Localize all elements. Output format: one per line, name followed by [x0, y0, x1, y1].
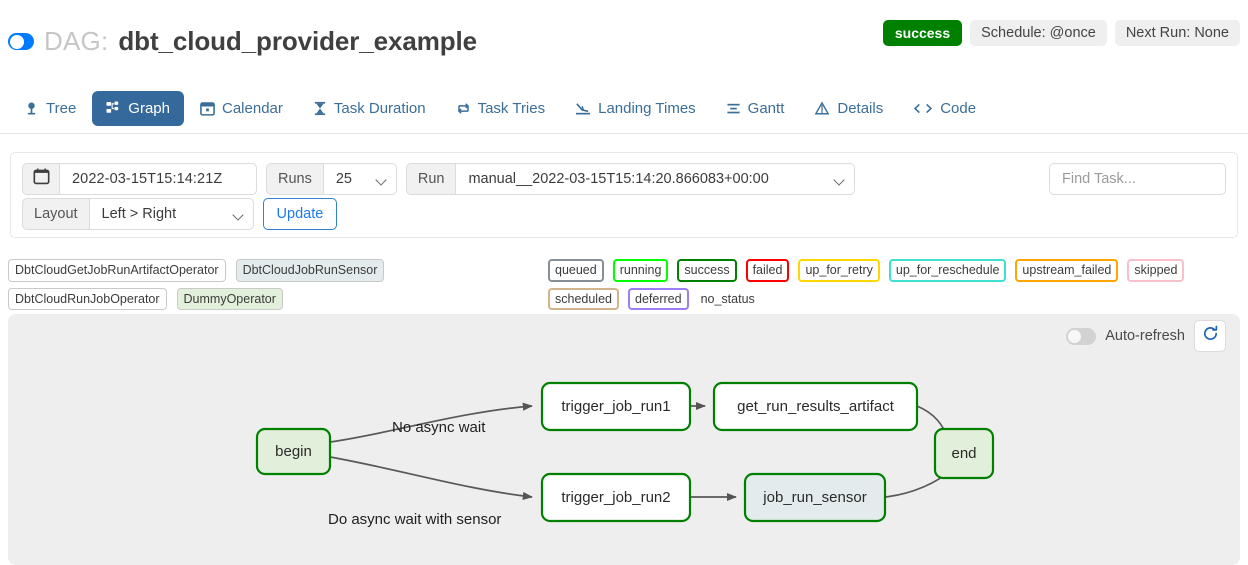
code-icon [913, 101, 933, 116]
filter-row-primary: 2022-03-15T15:14:21Z Runs 25 Run manual_… [22, 163, 856, 195]
refresh-icon [1202, 325, 1219, 347]
node-trigger-job-run2[interactable] [540, 472, 692, 523]
layout-label: Layout [22, 198, 90, 230]
tab-label: Landing Times [598, 99, 696, 117]
tab-label: Calendar [222, 99, 283, 117]
tab-code[interactable]: Code [899, 91, 990, 126]
tab-label: Gantt [747, 99, 785, 117]
state-legend: queued running success failed up_for_ret… [548, 259, 1242, 310]
edge-begin-to-trigger2 [329, 456, 534, 500]
gantt-icon [726, 101, 741, 116]
auto-refresh-controls: Auto-refresh [1066, 320, 1226, 352]
tab-task-tries[interactable]: Task Tries [442, 91, 560, 126]
runs-group: Runs 25 [266, 163, 397, 195]
calendar-icon [200, 101, 215, 116]
header-badges: success Schedule: @once Next Run: None [882, 20, 1240, 46]
schedule-badge: Schedule: @once [970, 20, 1107, 46]
tab-label: Task Duration [333, 99, 426, 117]
state-chip-no-status: no_status [700, 291, 755, 306]
tab-calendar[interactable]: Calendar [186, 91, 297, 126]
tab-landing-times[interactable]: Landing Times [561, 91, 710, 126]
hourglass-icon [313, 101, 327, 116]
tab-label: Graph [128, 99, 170, 117]
state-chip-deferred: deferred [628, 287, 689, 310]
state-chip-running: running [612, 259, 669, 282]
node-begin[interactable] [255, 427, 332, 476]
next-run-badge: Next Run: None [1114, 20, 1240, 46]
retry-icon [456, 101, 471, 116]
state-chip-queued: queued [548, 259, 604, 282]
calendar-icon [33, 168, 50, 190]
tab-graph[interactable]: Graph [92, 90, 184, 126]
operator-legend: DbtCloudGetJobRunArtifactOperator DbtClo… [8, 259, 538, 310]
tab-tree[interactable]: Tree [10, 91, 90, 126]
triangle-icon [814, 100, 830, 116]
calendar-picker-button[interactable] [22, 163, 60, 195]
state-chip-up-for-retry: up_for_retry [798, 259, 880, 282]
landing-icon [575, 101, 591, 116]
edge-label-do-async-wait-with-sensor: Do async wait with sensor [328, 511, 502, 528]
tab-task-duration[interactable]: Task Duration [299, 91, 440, 126]
update-button[interactable]: Update [262, 198, 338, 230]
tree-icon [24, 101, 39, 116]
run-label: Run [405, 163, 457, 195]
layout-select[interactable]: Left > Right [89, 198, 254, 230]
node-trigger-job-run1[interactable] [540, 381, 692, 432]
dag-graph-canvas [255, 381, 995, 523]
node-job-run-sensor[interactable] [743, 472, 887, 523]
num-runs-select[interactable]: 25 [323, 163, 397, 195]
tab-list: Tree Graph Calendar Task Duration Task T [10, 82, 990, 134]
tab-label: Details [837, 99, 884, 117]
operator-chip: DbtCloudJobRunSensor [235, 259, 385, 282]
tab-gantt[interactable]: Gantt [712, 91, 799, 126]
base-date-input[interactable]: 2022-03-15T15:14:21Z [60, 163, 257, 195]
dag-run-select[interactable]: manual__2022-03-15T15:14:20.866083+00:00 [456, 163, 856, 195]
tab-details[interactable]: Details [800, 91, 897, 126]
run-group: Run manual__2022-03-15T15:14:20.866083+0… [405, 163, 856, 195]
base-date-group: 2022-03-15T15:14:21Z [22, 163, 257, 195]
graph-legend: DbtCloudGetJobRunArtifactOperator DbtClo… [0, 252, 1248, 310]
node-end[interactable] [933, 427, 995, 480]
runs-select-wrap: 25 [323, 163, 397, 195]
operator-chip: DbtCloudRunJobOperator [8, 287, 167, 310]
filter-row-layout: Layout Left > Right Update [22, 198, 338, 230]
state-chip-upstream-failed: upstream_failed [1015, 259, 1119, 282]
layout-select-wrap: Left > Right [89, 198, 254, 230]
dag-pause-toggle[interactable] [8, 33, 34, 50]
operator-chip: DummyOperator [176, 287, 283, 310]
state-chip-up-for-reschedule: up_for_reschedule [888, 259, 1007, 282]
dag-label: DAG: [44, 26, 109, 56]
state-chip-skipped: skipped [1127, 259, 1185, 282]
layout-group: Layout Left > Right [22, 198, 254, 230]
edge-begin-to-trigger1 [329, 402, 534, 443]
dag-header: DAG: dbt_cloud_provider_example success … [0, 0, 1248, 72]
refresh-button[interactable] [1194, 320, 1226, 352]
auto-refresh-toggle[interactable] [1066, 327, 1097, 345]
run-select-wrap: manual__2022-03-15T15:14:20.866083+00:00 [456, 163, 856, 195]
dag-nav-tabs: Tree Graph Calendar Task Duration Task T [0, 82, 1248, 206]
runs-label: Runs [266, 163, 324, 195]
graph-icon [106, 100, 121, 116]
edge-label-no-async-wait: No async wait [392, 419, 486, 436]
dag-name: dbt_cloud_provider_example [118, 26, 477, 56]
status-badge: success [882, 20, 963, 46]
state-chip-scheduled: scheduled [548, 287, 619, 310]
dag-title: DAG: dbt_cloud_provider_example [8, 26, 477, 57]
state-chip-failed: failed [745, 259, 790, 282]
tab-label: Code [940, 99, 977, 117]
auto-refresh-label: Auto-refresh [1105, 328, 1185, 344]
graph-view: Auto-refresh [8, 314, 1240, 565]
node-get-run-results-artifact[interactable] [712, 381, 919, 432]
state-chip-success: success [677, 259, 737, 282]
find-task-input[interactable] [1049, 163, 1226, 195]
tab-label: Task Tries [477, 99, 546, 117]
tab-label: Tree [46, 99, 77, 117]
filter-toolbar: 2022-03-15T15:14:21Z Runs 25 Run manual_… [10, 152, 1238, 238]
operator-chip: DbtCloudGetJobRunArtifactOperator [8, 259, 226, 282]
graph-nodes [255, 381, 995, 523]
